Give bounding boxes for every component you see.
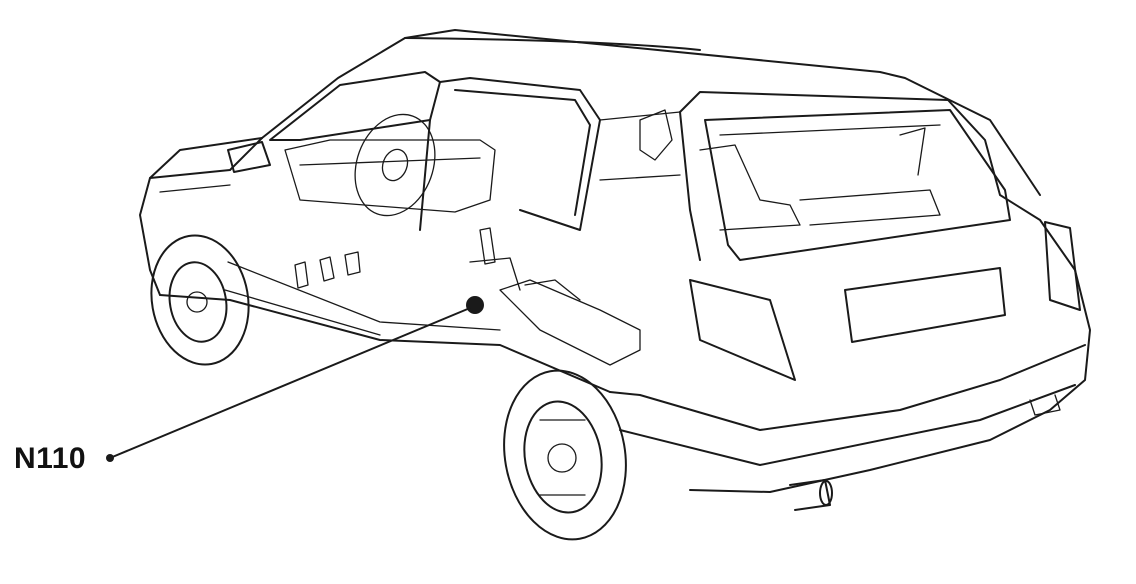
rear-wheel	[503, 369, 627, 541]
exhaust-pipe	[789, 479, 833, 511]
callout-label-n110: N110	[14, 442, 87, 475]
car-body	[139, 29, 1091, 493]
front-wheel	[150, 234, 250, 366]
callout-leader-line	[106, 307, 471, 462]
